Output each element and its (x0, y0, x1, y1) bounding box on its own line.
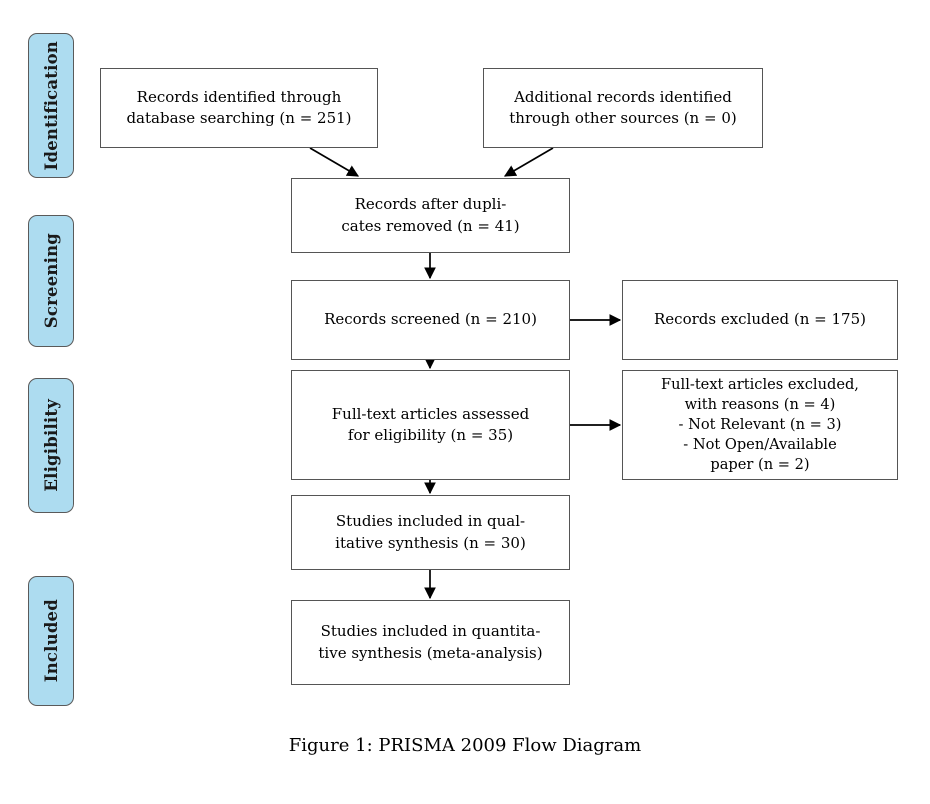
box-records-identified-database: Records identified through database sear… (100, 68, 378, 148)
box-text-records-excluded: Records excluded (n = 175) (654, 310, 866, 329)
box-text-fulltext-articles-assessed: Full-text articles assessed for eligibil… (331, 404, 530, 444)
box-records-excluded: Records excluded (n = 175) (622, 280, 898, 360)
stage-pill-screening: Screening (28, 215, 74, 347)
box-fulltext-articles-assessed: Full-text articles assessed for eligibil… (291, 370, 570, 480)
stage-label-screening: Screening (41, 233, 61, 329)
arrow-other-records-to-duplicates (503, 147, 554, 177)
box-text-studies-included-quantitative: Studies included in quantita- tive synth… (318, 622, 543, 662)
box-text-additional-records-other-sources: Additional records identified through ot… (509, 87, 737, 127)
stage-label-eligibility: Eligibility (41, 399, 61, 492)
stage-label-included: Included (41, 599, 61, 683)
stage-pill-identification: Identification (28, 33, 74, 178)
stage-pill-eligibility: Eligibility (28, 378, 74, 513)
box-records-screened: Records screened (n = 210) (291, 280, 570, 360)
stage-label-identification: Identification (41, 40, 61, 171)
box-additional-records-other-sources: Additional records identified through ot… (483, 68, 763, 148)
box-text-records-screened: Records screened (n = 210) (324, 310, 537, 329)
box-records-after-duplicates-removed: Records after dupli- cates removed (n = … (291, 178, 570, 253)
box-studies-included-quantitative: Studies included in quantita- tive synth… (291, 600, 570, 685)
box-studies-included-qualitative: Studies included in qual- itative synthe… (291, 495, 570, 570)
arrow-db-records-to-duplicates (309, 147, 360, 177)
box-text-studies-included-qualitative: Studies included in qual- itative synthe… (335, 512, 526, 552)
box-text-fulltext-articles-excluded: Full-text articles excluded, with reason… (661, 376, 859, 473)
stage-pill-included: Included (28, 576, 74, 706)
box-text-records-after-duplicates-removed: Records after dupli- cates removed (n = … (341, 195, 520, 235)
box-fulltext-articles-excluded: Full-text articles excluded, with reason… (622, 370, 898, 480)
figure-caption: Figure 1: PRISMA 2009 Flow Diagram (288, 735, 642, 756)
box-text-records-identified-database: Records identified through database sear… (126, 87, 352, 127)
